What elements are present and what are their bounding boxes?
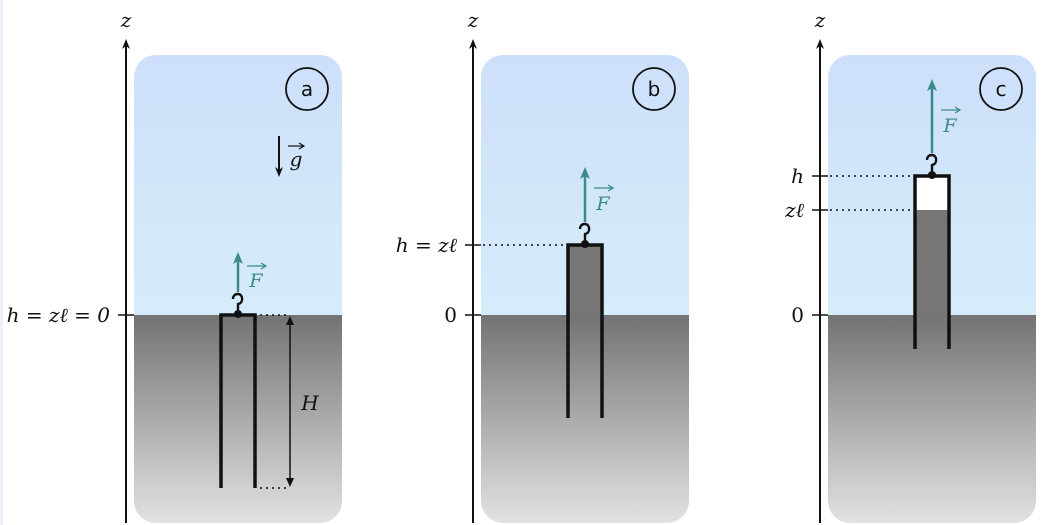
hook-joint (581, 240, 589, 248)
hook-joint (234, 310, 242, 318)
tick-label-zl: zℓ (784, 198, 805, 222)
hook-icon (925, 153, 938, 171)
force-label: F (942, 115, 957, 137)
tick-label-h: h (791, 164, 804, 188)
tick-label-h-zl-0: h = zℓ = 0 (7, 303, 111, 327)
force-label: F (595, 193, 610, 215)
panel-b: z h = zℓ 0 b F (396, 8, 689, 523)
panel-badge-circle (979, 67, 1023, 111)
panel-badge-label: c (996, 77, 1007, 101)
hook-joint (928, 171, 936, 179)
z-axis-label: z (814, 8, 826, 32)
liquid-region (828, 315, 1036, 523)
liquid-column (915, 210, 949, 315)
panel-badge-circle (632, 67, 676, 111)
z-axis-label: z (120, 8, 132, 32)
liquid-region (481, 315, 689, 523)
liquid-region (134, 315, 342, 523)
tick-label-zero: 0 (444, 303, 457, 327)
dimension-label-H: H (300, 391, 319, 415)
panel-badge-label: a (301, 77, 313, 101)
z-axis-label: z (467, 8, 479, 32)
empty-gap (915, 176, 949, 210)
tick-label-h-zl: h = zℓ (396, 233, 458, 257)
panel-c: z h zℓ 0 c F (784, 8, 1036, 523)
liquid-column (568, 245, 602, 315)
panel-a: z h = zℓ = 0 a g F H (7, 8, 342, 523)
left-edge-strip (0, 0, 3, 525)
gravity-label: g (290, 147, 303, 171)
panel-badge-circle (285, 67, 329, 111)
force-label: F (248, 270, 263, 292)
tick-label-zero: 0 (791, 303, 804, 327)
panel-badge-label: b (648, 77, 661, 101)
hook-icon (231, 292, 244, 310)
hook-icon (578, 222, 591, 240)
